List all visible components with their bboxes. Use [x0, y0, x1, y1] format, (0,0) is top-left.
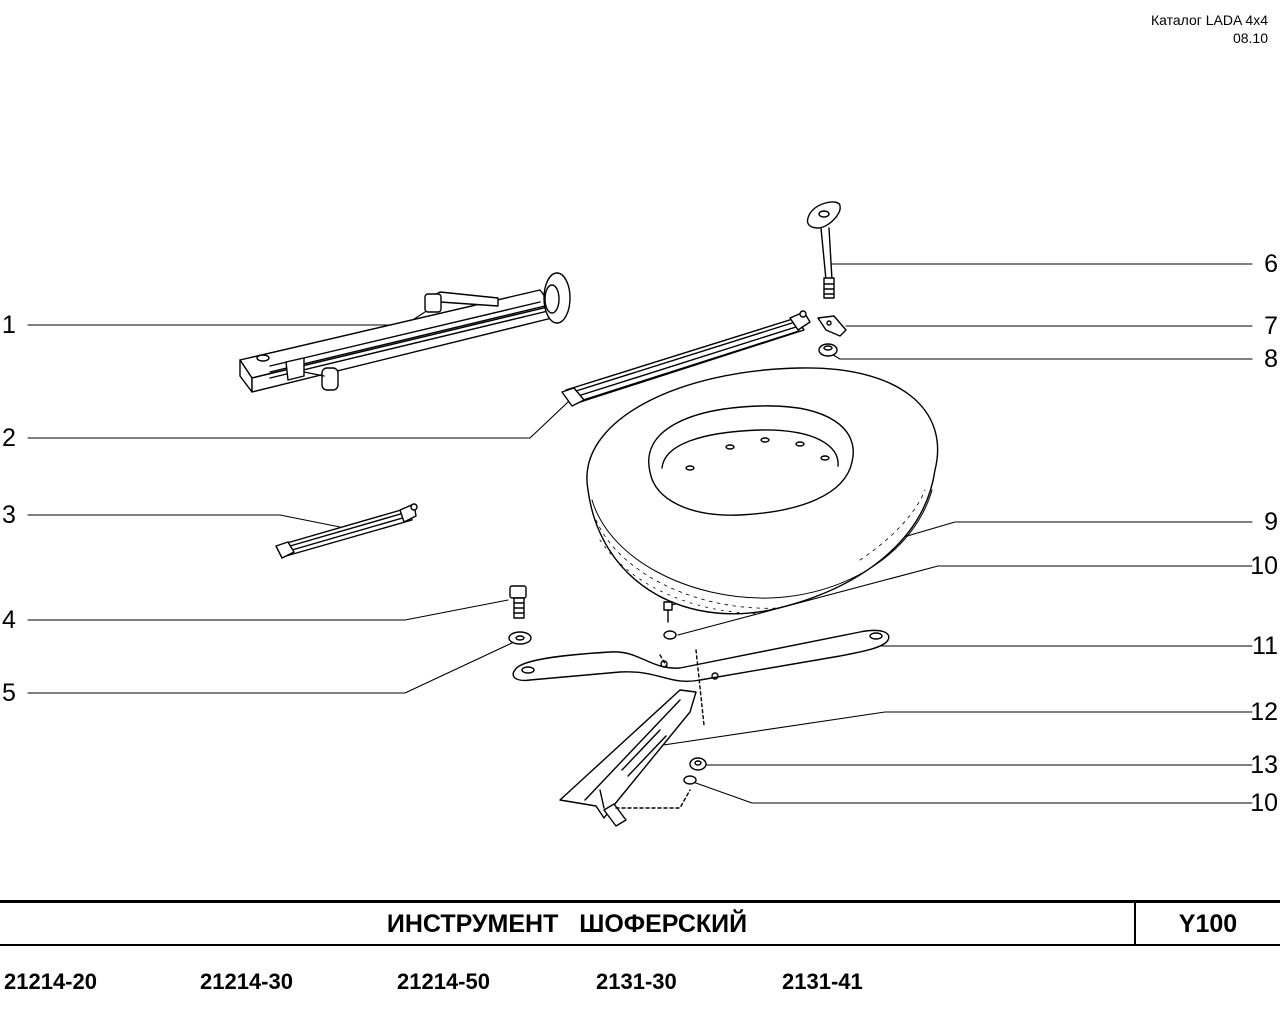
- model-code-5: 2131-41: [782, 969, 863, 994]
- washer-small: [663, 630, 677, 640]
- callout-10-upper: 10: [1250, 552, 1278, 580]
- callout-6: 6: [1264, 250, 1278, 278]
- parts-diagram: [27, 201, 1253, 827]
- washer-left: [508, 631, 532, 645]
- callout-3: 3: [2, 501, 16, 529]
- model-code-3: 21214-50: [397, 969, 490, 994]
- callout-5: 5: [2, 679, 16, 707]
- leader-line-8: [827, 351, 1253, 360]
- leader-line-5: [27, 642, 513, 694]
- callout-2: 2: [2, 424, 16, 452]
- callout-8: 8: [1264, 345, 1278, 373]
- nut-bottom: [689, 757, 707, 771]
- model-code-4: 2131-30: [596, 969, 677, 994]
- callout-12: 12: [1250, 698, 1278, 726]
- nut-top: [818, 343, 838, 357]
- section-code: Y100: [1178, 910, 1238, 938]
- clip: [817, 315, 847, 337]
- bracket: [559, 689, 697, 827]
- leader-line-10b: [692, 781, 1253, 804]
- leader-line-3: [27, 514, 341, 528]
- tool-roll-large: [561, 310, 811, 407]
- callout-11: 11: [1252, 632, 1278, 660]
- footer-mid-rule: [0, 944, 1280, 946]
- leader-line-4: [27, 599, 509, 621]
- catalog-title: Каталог LADA 4x4: [1150, 12, 1268, 28]
- strap-bar: [512, 629, 890, 726]
- footer-top-rule: [0, 900, 1280, 903]
- callout-9: 9: [1264, 508, 1278, 536]
- leader-line-12: [649, 711, 1253, 748]
- footer-divider: [1134, 900, 1136, 946]
- model-code-1: 21214-20: [4, 969, 97, 994]
- callout-1: 1: [2, 311, 16, 339]
- spare-tyre: [586, 367, 939, 615]
- wheel-key: [806, 201, 841, 299]
- bolt-left: [509, 585, 527, 619]
- leader-line-2: [27, 401, 569, 439]
- jack-drawing: [239, 272, 571, 393]
- leader-line-1: [27, 309, 429, 326]
- tool-roll-small: [275, 503, 418, 559]
- callout-13: 13: [1250, 751, 1278, 779]
- washer-bottom: [683, 775, 697, 785]
- model-code-2: 21214-30: [200, 969, 293, 994]
- callout-4: 4: [2, 606, 16, 634]
- callout-10-lower: 10: [1250, 789, 1278, 817]
- catalog-date: 08.10: [1232, 30, 1268, 46]
- callout-7: 7: [1264, 312, 1278, 340]
- page-title: ИНСТРУМЕНТ ШОФЕРСКИЙ: [386, 910, 748, 938]
- leader-line-10a: [677, 565, 1253, 636]
- bolt-small: [663, 601, 673, 623]
